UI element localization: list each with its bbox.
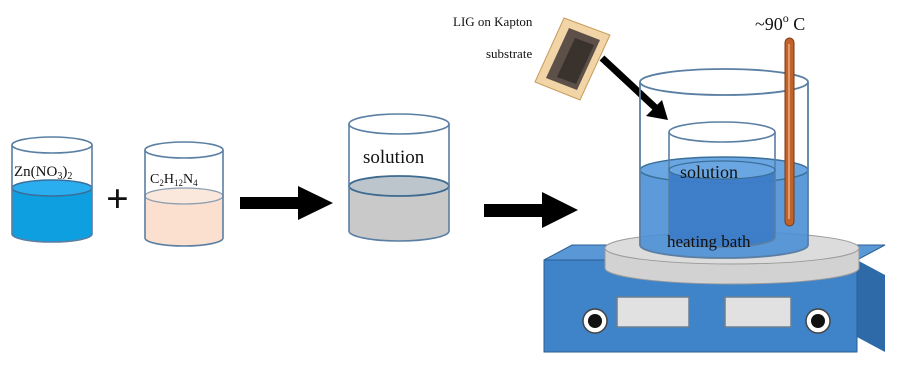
hotplate-display-left (616, 296, 690, 328)
lig-kapton-strip (534, 17, 611, 101)
solution-label: solution (363, 147, 425, 168)
hmta-label: C2H12N4 (150, 172, 198, 188)
substrate-label-line2: substrate (486, 46, 532, 61)
substrate-label-line1: LIG on Kapton (453, 14, 533, 29)
arrow-mix (240, 186, 333, 220)
arrow-to-bath (484, 192, 578, 228)
arrow-strip-to-bath (599, 55, 663, 115)
thermometer (784, 37, 795, 227)
beaker-solution: solution (348, 113, 450, 242)
bath-inner-solution-label: solution (680, 162, 738, 182)
plus-sign: + (106, 176, 129, 221)
zn-nitrate-label: Zn(NO3)2 (14, 164, 72, 182)
hotplate-display-right (724, 296, 792, 328)
beaker-zn-nitrate: Zn(NO3)2 (11, 136, 93, 243)
heating-bath: solution heating bath (639, 68, 809, 259)
temperature-label: ~90o C (755, 11, 805, 34)
heating-bath-label: heating bath (667, 232, 751, 251)
beaker-hmta: C2H12N4 (144, 141, 224, 247)
